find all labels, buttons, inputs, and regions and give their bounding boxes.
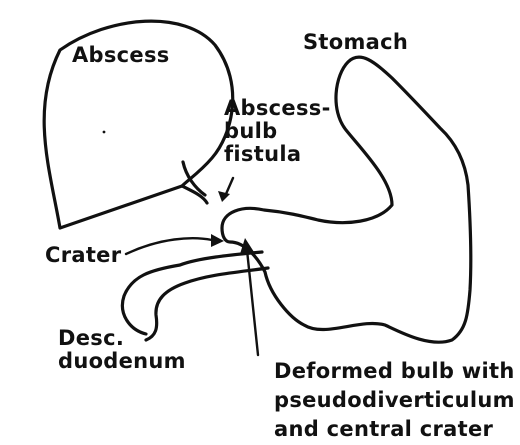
label-bulb-line-1: Deformed bulb with <box>274 357 515 386</box>
abscess-speck <box>103 131 106 134</box>
label-duodenum-line-1: Desc. <box>58 327 186 350</box>
label-duodenum: Desc. duodenum <box>58 327 186 373</box>
fistula-arrowhead <box>218 191 230 202</box>
label-bulb-line-2: pseudodiverticulum <box>274 386 515 415</box>
label-fistula-line-1: Abscess- <box>224 97 331 120</box>
duodenum-outer-wall <box>122 252 262 334</box>
bulb-arrow <box>247 250 258 355</box>
label-fistula-line-3: fistula <box>224 143 331 166</box>
label-fistula: Abscess- bulb fistula <box>224 97 331 166</box>
label-stomach: Stomach <box>303 31 408 54</box>
label-bulb: Deformed bulb with pseudodiverticulum an… <box>274 357 515 444</box>
label-fistula-line-2: bulb <box>224 120 331 143</box>
label-abscess: Abscess <box>72 44 170 67</box>
fistula-arrow <box>226 178 233 194</box>
crater-arrow <box>126 238 212 254</box>
label-bulb-line-3: and central crater <box>274 415 515 444</box>
label-crater: Crater <box>45 244 121 267</box>
label-duodenum-line-2: duodenum <box>58 350 186 373</box>
